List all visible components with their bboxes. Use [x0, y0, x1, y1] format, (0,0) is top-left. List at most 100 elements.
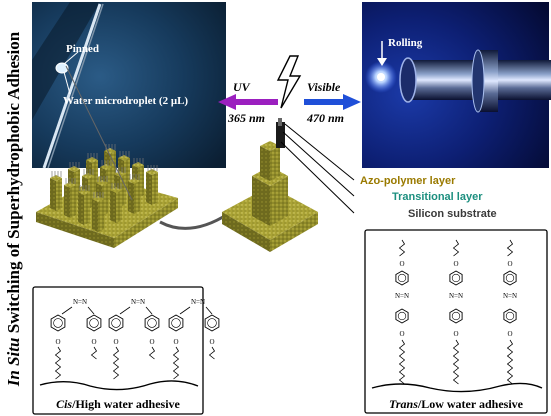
benzene-ring	[503, 270, 517, 286]
pillar-side	[84, 192, 90, 225]
trans-oxygen-label: O	[507, 260, 512, 268]
trans-oxygen-label: O	[399, 330, 404, 338]
tip-front	[260, 146, 270, 181]
cis-azo-label: N=N	[131, 298, 145, 306]
benzene-ring	[86, 314, 102, 332]
pillar-top	[78, 189, 90, 195]
cis-caption-rest: /High water adhesive	[71, 397, 180, 411]
trans-oxygen-label: O	[507, 330, 512, 338]
cis-surface-curve	[39, 380, 199, 391]
trans-azo-label: N=N	[395, 292, 409, 300]
benzene-inner	[451, 311, 461, 321]
post-side	[270, 176, 288, 226]
zoom-pillar: Azo-polymer layer Transitional layer Sil…	[222, 118, 497, 252]
light-spot	[377, 73, 385, 81]
tilted-substrate-edge	[42, 3, 102, 169]
trans-azo-label: N=N	[503, 292, 517, 300]
benzene-inner	[111, 318, 121, 328]
cis-caption: Cis/High water adhesive	[56, 397, 180, 411]
cis-spacer-chain	[54, 346, 62, 380]
pedestal-front	[222, 212, 270, 252]
trans-azo-label: N=N	[449, 292, 463, 300]
cis-bond-left	[119, 306, 131, 315]
cis-tail-chain	[208, 346, 216, 360]
pillar-front	[50, 178, 56, 211]
cis-tail-chain	[90, 346, 98, 360]
rolling-label: Rolling	[388, 37, 423, 49]
pillar-front	[92, 199, 98, 232]
benzene-inner	[397, 311, 407, 321]
benzene-ring	[168, 314, 184, 332]
trans-spacer-chain	[398, 339, 406, 385]
uv-wavelength: 365 nm	[227, 111, 265, 125]
benzene-ring	[449, 308, 463, 324]
pillar-top	[110, 187, 122, 193]
cylinder-rim	[399, 57, 417, 103]
pillar-side	[134, 181, 140, 214]
visible-label: Visible	[307, 80, 341, 94]
benzene-inner	[171, 318, 181, 328]
benzene-ring	[449, 270, 463, 286]
array-base-side	[114, 198, 178, 248]
cis-spacer-chain	[112, 346, 120, 380]
cis-bond-left	[61, 306, 73, 315]
rolling-arrow-head	[377, 58, 387, 66]
visible-wavelength: 470 nm	[306, 111, 344, 125]
cis-bond-right	[205, 306, 213, 315]
pedestal-side	[270, 212, 318, 252]
trans-spacer-chain	[452, 339, 460, 385]
transitional-layer-label: Transitional layer	[392, 191, 483, 203]
lightning-icon	[276, 55, 302, 109]
pillar-front	[78, 192, 84, 225]
zoom-connector	[159, 212, 229, 230]
photo-pinned: Pinned Water microdroplet (2 μL)	[32, 2, 226, 169]
trans-tail-chain	[452, 239, 460, 257]
pillar-top	[114, 171, 126, 177]
transitional-leader	[282, 131, 355, 197]
cis-oxygen-label: O	[209, 338, 214, 346]
pillar-top	[82, 173, 94, 179]
benzene-ring	[503, 308, 517, 324]
cis-azo-label: N=N	[191, 298, 205, 306]
benzene-inner	[397, 273, 407, 283]
cis-oxygen-label: O	[55, 338, 60, 346]
cis-tail-chain	[148, 346, 156, 360]
droplet-callout-line	[65, 65, 133, 201]
silicon-leader	[280, 141, 355, 214]
benzene-inner	[53, 318, 63, 328]
collar-rim	[471, 49, 485, 113]
trans-spacer-chain	[506, 339, 514, 385]
cis-oxygen-label: O	[173, 338, 178, 346]
pinned-label: Pinned	[66, 43, 99, 55]
trans-oxygen-label: O	[453, 260, 458, 268]
cis-oxygen-label: O	[149, 338, 154, 346]
nanowire-tip	[278, 118, 282, 126]
pillar-top	[64, 182, 76, 188]
benzene-inner	[89, 318, 99, 328]
pillar-side	[56, 178, 62, 211]
cis-azo-label: N=N	[73, 298, 87, 306]
droplet-pointer	[63, 71, 71, 95]
uv-label: UV	[233, 80, 251, 94]
cis-oxygen-label: O	[91, 338, 96, 346]
benzene-ring	[395, 270, 409, 286]
cis-bond-right	[145, 306, 153, 315]
cis-molecules: N=N O O N=N O O N=N O O	[50, 298, 220, 380]
cis-bond-right	[87, 306, 95, 315]
trans-panel-frame	[364, 229, 548, 414]
pillar-top	[100, 164, 112, 170]
trans-tail-chain	[398, 239, 406, 257]
benzene-ring	[108, 314, 124, 332]
cis-bond-left	[179, 306, 191, 315]
pillar-top	[146, 169, 158, 175]
cis-oxygen-label: O	[113, 338, 118, 346]
benzene-ring	[204, 314, 220, 332]
trans-tail-chain	[506, 239, 514, 257]
silicon-layer-label: Silicon substrate	[408, 208, 497, 220]
benzene-inner	[451, 273, 461, 283]
cis-spacer-chain	[172, 346, 180, 380]
visible-arrow	[304, 94, 361, 110]
pillar-side	[70, 185, 76, 218]
